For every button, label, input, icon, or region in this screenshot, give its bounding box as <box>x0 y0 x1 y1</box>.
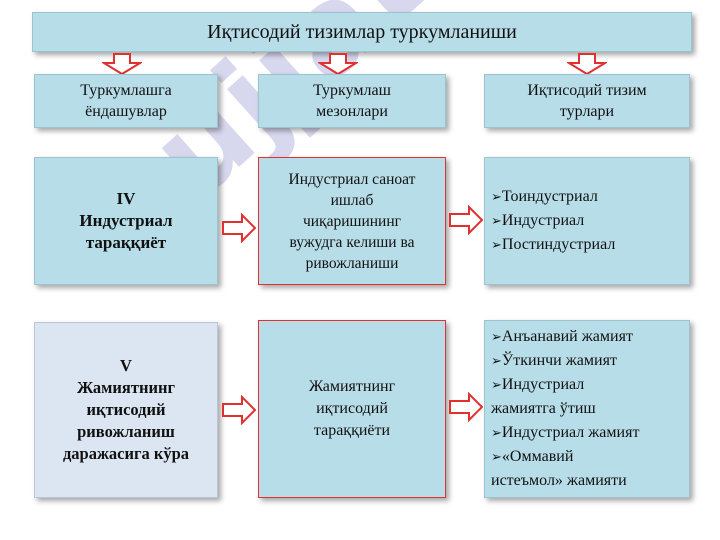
header-approaches-text: Туркумлашга ёндашувлар <box>80 82 172 120</box>
row1-types-list: Тоиндустриал Индустриал Постиндустриал <box>485 185 619 257</box>
list-item: истеъмол» жамияти <box>491 472 627 489</box>
header-types-text: Иқтисодий тизим турлари <box>527 82 647 120</box>
row2-types: Анъанавий жамият Ўткинчи жамият Индустри… <box>484 320 690 498</box>
list-item: Индустриал <box>491 209 615 233</box>
list-item: Постиндустриал <box>491 233 615 257</box>
row2-types-list: Анъанавий жамият Ўткинчи жамият Индустри… <box>485 325 643 493</box>
arrow-right-icon <box>449 205 483 235</box>
header-criteria-text: Туркумлаш мезонлари <box>313 82 391 120</box>
row2-criterion-text: Жамиятнинг иқтисодий тараққиёти <box>308 378 396 439</box>
diagram-title: Иқтисодий тизимлар туркумланиши <box>32 12 692 52</box>
row2-approach-text: V Жамиятнинг иқтисодий ривожланиш даража… <box>62 356 190 463</box>
list-item: Индустриал <box>491 373 639 397</box>
row1-types: Тоиндустриал Индустриал Постиндустриал <box>484 157 690 285</box>
row1-approach: IV Индустриал тараққиёт <box>34 157 218 285</box>
arrow-right-icon <box>222 213 256 243</box>
arrow-down-icon <box>318 53 358 75</box>
row1-criterion-text: Индустриал саноат ишлаб чиқаришининг вуж… <box>288 170 416 272</box>
arrow-down-icon <box>102 53 142 75</box>
header-approaches: Туркумлашга ёндашувлар <box>34 74 218 128</box>
list-item: Анъанавий жамият <box>491 325 639 349</box>
row1-criterion: Индустриал саноат ишлаб чиқаришининг вуж… <box>258 157 446 285</box>
header-criteria: Туркумлаш мезонлари <box>258 74 446 128</box>
row2-criterion: Жамиятнинг иқтисодий тараққиёти <box>258 320 446 498</box>
list-item: Индустриал жамият <box>491 421 640 445</box>
title-text: Иқтисодий тизимлар туркумланиши <box>207 20 517 43</box>
arrow-down-icon <box>567 53 607 75</box>
arrow-right-icon <box>449 392 483 422</box>
arrow-right-icon <box>222 395 256 425</box>
list-item: «Оммавий <box>491 445 639 469</box>
list-item: жамиятга ўтиш <box>491 400 596 417</box>
row2-approach: V Жамиятнинг иқтисодий ривожланиш даража… <box>34 322 218 498</box>
list-item: Тоиндустриал <box>491 185 615 209</box>
list-item: Ўткинчи жамият <box>491 349 639 373</box>
row1-approach-text: IV Индустриал тараққиёт <box>79 189 173 252</box>
header-types: Иқтисодий тизим турлари <box>484 74 690 128</box>
